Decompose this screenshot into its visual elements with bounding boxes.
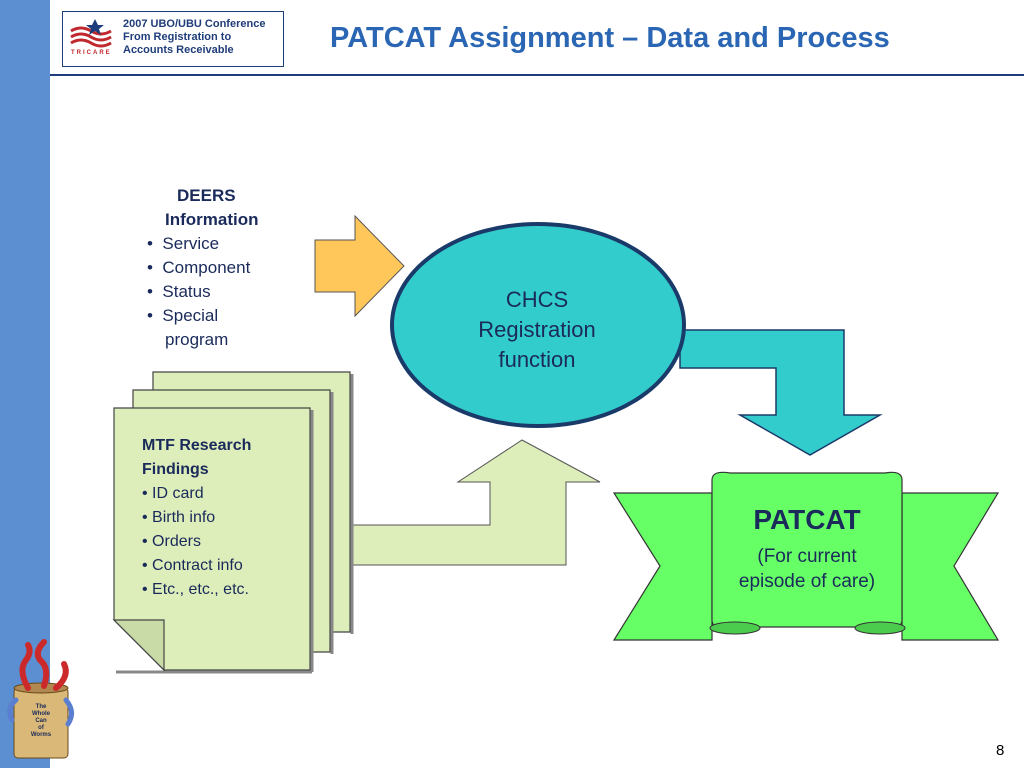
mtf-item: • ID card: [142, 485, 204, 502]
deers-item: • Component: [147, 258, 251, 277]
deers-item: • Special: [147, 306, 219, 325]
conference-line-3: Accounts Receivable: [123, 44, 234, 56]
chcs-line-3: function: [498, 347, 576, 372]
mtf-item: • Etc., etc., etc.: [142, 581, 249, 598]
ribbon-curl-right: [854, 621, 906, 635]
chcs-label: CHCS Registration function: [452, 285, 622, 375]
patcat-subtitle: (For current episode of care): [712, 544, 902, 594]
deers-information: DEERS Information • Service • Component …: [147, 184, 259, 352]
chcs-line-1: CHCS: [505, 287, 569, 312]
chcs-line-2: Registration: [478, 317, 596, 342]
mtf-heading: MTF Research: [142, 437, 252, 454]
deers-arrow: [314, 214, 405, 318]
mtf-item: • Orders: [142, 533, 201, 550]
tricare-flag-icon: [70, 19, 112, 48]
conference-logo: TRICARE 2007 UBO/UBU Conference From Reg…: [62, 11, 284, 67]
patcat-sub-line-2: episode of care): [738, 571, 876, 592]
mascot-label: The Whole Can of Worms: [30, 704, 52, 738]
conference-title: 2007 UBO/UBU Conference From Registratio…: [123, 18, 265, 57]
chcs-ellipse: [390, 222, 686, 428]
deers-heading: DEERS: [177, 186, 236, 205]
deers-subheading: Information: [165, 210, 259, 229]
patcat-title: PATCAT: [753, 504, 861, 535]
ribbon-right-tail: [901, 492, 1000, 641]
doc-front: [113, 407, 311, 671]
page-number: 8: [996, 742, 1005, 759]
left-accent-bar: [0, 0, 50, 768]
conference-line-2: From Registration to: [123, 31, 232, 43]
ribbon-left-tail: [612, 492, 713, 641]
deers-item: • Service: [147, 234, 220, 253]
deers-item-continuation: program: [165, 330, 229, 349]
conference-line-1: 2007 UBO/UBU Conference: [123, 18, 266, 30]
mtf-item: • Birth info: [142, 509, 216, 526]
mtf-item: • Contract info: [142, 557, 243, 574]
tricare-brand-text: TRICARE: [71, 50, 112, 56]
mtf-research-findings: MTF Research Findings • ID card • Birth …: [142, 434, 251, 602]
slide-title: PATCAT Assignment – Data and Process: [330, 22, 890, 54]
mtf-arrow: [349, 439, 601, 566]
header-divider: [50, 74, 1024, 76]
patcat-sub-line-1: (For current: [757, 546, 857, 567]
ribbon-curl-left: [709, 621, 761, 635]
doc-fold: [112, 619, 165, 672]
can-of-worms-mascot: [7, 639, 74, 759]
deers-item: • Status: [147, 282, 211, 301]
chcs-arrow: [679, 329, 883, 456]
mtf-subheading: Findings: [142, 461, 209, 478]
